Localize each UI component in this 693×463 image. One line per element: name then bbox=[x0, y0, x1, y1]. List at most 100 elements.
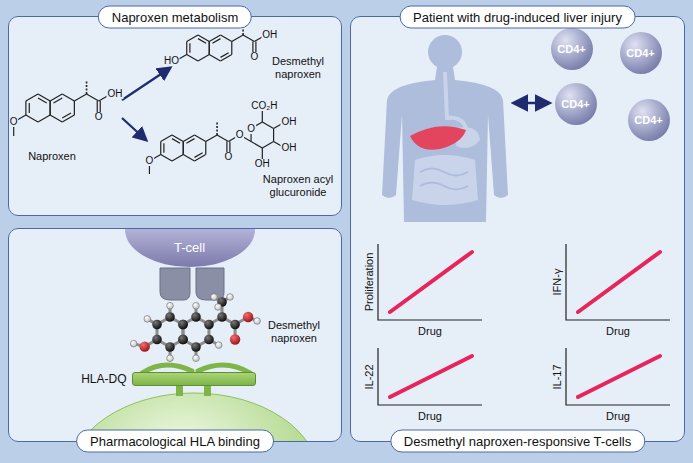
atom-ball bbox=[167, 302, 174, 309]
cd4-cell: CD4+ bbox=[620, 32, 662, 74]
bond bbox=[187, 55, 198, 62]
hla-stalk bbox=[176, 386, 183, 396]
bond bbox=[262, 142, 273, 149]
atom-label: OH bbox=[106, 89, 123, 99]
node-label: CD4+ bbox=[557, 43, 585, 55]
chart-axes bbox=[378, 348, 482, 405]
bond bbox=[195, 155, 206, 162]
atom-label: OH bbox=[261, 30, 278, 40]
panel-heading: Patient with drug-induced liver injury bbox=[399, 6, 636, 29]
bond bbox=[62, 113, 71, 118]
bond bbox=[50, 115, 62, 122]
atom-ball bbox=[211, 294, 218, 301]
trend-line bbox=[390, 252, 472, 312]
reaction-arrow bbox=[122, 68, 170, 100]
bond bbox=[161, 135, 172, 142]
bond bbox=[205, 142, 206, 155]
node-label: T-cell bbox=[174, 240, 205, 255]
atom-ball bbox=[139, 341, 149, 351]
bond bbox=[231, 42, 232, 55]
drawing-part bbox=[130, 294, 260, 362]
atom-ball bbox=[165, 312, 175, 322]
bond bbox=[29, 103, 30, 113]
atom-label: CO₂H bbox=[250, 101, 278, 111]
esophagus bbox=[445, 72, 466, 128]
bond bbox=[86, 80, 88, 94]
trend-line bbox=[578, 356, 660, 397]
chart-axes bbox=[378, 244, 482, 320]
atom-label: OH bbox=[280, 117, 297, 127]
compound-name: Naproxen bbox=[28, 150, 76, 163]
atom-ball bbox=[152, 320, 162, 330]
bond bbox=[209, 42, 210, 55]
reaction-arrow bbox=[122, 118, 146, 140]
panel-heading: Desmethyl naproxen-responsive T-cells bbox=[390, 430, 645, 453]
bond bbox=[161, 155, 172, 162]
bond bbox=[273, 129, 274, 142]
atom-ball bbox=[254, 318, 261, 325]
compound-name: Naproxen acyl glucuronide bbox=[252, 173, 344, 198]
axis-label: IL-22 bbox=[363, 364, 376, 389]
bond bbox=[209, 35, 220, 42]
axis-label: IFN-γ bbox=[551, 269, 564, 296]
axis-label: Drug bbox=[606, 325, 630, 338]
axis-label: Drug bbox=[418, 325, 442, 338]
atom-ball bbox=[204, 335, 214, 345]
atom-ball bbox=[193, 302, 200, 309]
bond bbox=[74, 94, 86, 101]
trend-line bbox=[390, 356, 472, 397]
bond bbox=[160, 142, 161, 155]
atom-ball bbox=[144, 316, 151, 323]
bond bbox=[198, 39, 206, 44]
atom-ball bbox=[204, 320, 214, 330]
atom-ball bbox=[167, 355, 174, 362]
drawing-part bbox=[382, 35, 508, 222]
atom-ball bbox=[178, 335, 188, 345]
bond bbox=[50, 94, 62, 101]
atom-label: OH bbox=[280, 143, 297, 153]
atom-label: O bbox=[235, 130, 245, 140]
bond bbox=[183, 155, 194, 162]
bond bbox=[217, 135, 228, 142]
atom-ball bbox=[227, 294, 234, 301]
atom-ball bbox=[178, 320, 188, 330]
bond bbox=[25, 101, 26, 115]
axis-label: Proliferation bbox=[363, 253, 376, 312]
bond bbox=[221, 35, 232, 42]
bond bbox=[50, 101, 51, 115]
atom-ball bbox=[215, 342, 222, 349]
chart-axes bbox=[566, 244, 670, 320]
bond bbox=[251, 142, 262, 149]
t-cell: T-cell bbox=[125, 229, 255, 267]
panel-heading: Pharmacological HLA binding bbox=[76, 430, 274, 453]
bond bbox=[216, 122, 218, 135]
bond bbox=[38, 98, 47, 103]
bond bbox=[183, 142, 184, 155]
bond bbox=[186, 42, 187, 55]
panel: CD4+CD4+CD4+CD4+Patient with drug-induce… bbox=[350, 16, 685, 442]
bond bbox=[187, 35, 198, 42]
atom-ball bbox=[193, 355, 200, 362]
atom-ball bbox=[217, 312, 227, 322]
bond bbox=[206, 135, 217, 142]
bond bbox=[221, 55, 232, 62]
cd4-cell: CD4+ bbox=[551, 28, 593, 70]
bond bbox=[172, 155, 183, 162]
atom-ball bbox=[243, 312, 253, 322]
drawing-part bbox=[14, 22, 285, 174]
bond bbox=[50, 101, 51, 115]
bond bbox=[195, 153, 203, 158]
chart-axes bbox=[566, 348, 670, 405]
atom-label: O bbox=[9, 117, 19, 127]
node-label: CD4+ bbox=[626, 47, 654, 59]
cd4-cell: CD4+ bbox=[555, 83, 597, 125]
bond bbox=[209, 42, 210, 55]
atom-ball bbox=[152, 335, 162, 345]
t-cell-receptor bbox=[160, 268, 224, 300]
antigen-presenting-cell bbox=[69, 393, 319, 442]
bond bbox=[198, 55, 209, 62]
bond bbox=[221, 53, 229, 58]
atom-label: O bbox=[224, 152, 234, 162]
compound-name: Desmethyl naproxen bbox=[255, 319, 333, 344]
